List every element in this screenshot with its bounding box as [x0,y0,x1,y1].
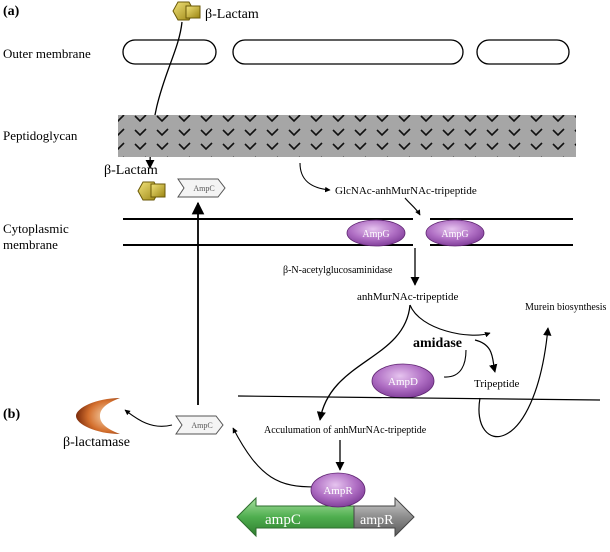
tripeptide-label: Tripeptide [474,378,520,390]
peptidoglycan-layer [118,115,576,157]
ampc-bottom-label: AmpC [191,421,212,430]
beta-lactamase-icon [76,398,120,434]
murein-label: Murein biosynthesis [525,302,606,313]
ampc-gene: ampC [236,496,361,538]
beta-lactam-icon [172,1,201,21]
ampg-right-label: AmpG [441,229,468,240]
ampd-protein: AmpD [371,363,435,399]
beta-lactam-mid-label: β-Lactam [104,163,158,178]
ampr-label: AmpR [323,485,353,497]
beta-lactam-top-label: β-Lactam [205,7,259,22]
accumulation-arrow [316,304,411,421]
amidase-split-arrow [409,304,491,338]
ampc-protein-bottom: AmpC [175,415,224,435]
anhmurnac-label: anhMurNAc-tripeptide [357,291,459,303]
ampr-to-ampc-arrow [232,427,316,488]
glcnac-arrow [299,162,331,193]
ampg-right: AmpG [425,219,485,247]
panel-label-b: (b) [3,407,20,422]
ampr-gene: ampR [353,496,415,538]
cytoplasmic-label-line1: Cytoplasmic [3,221,69,236]
beta-lactam-bound-icon [137,181,166,201]
cytoplasmic-label-line2: membrane [3,237,58,252]
ampc-gene-label: ampC [265,512,301,528]
ampd-label: AmpD [388,376,418,388]
panel-label-a: (a) [3,4,20,19]
peptidoglycan-label: Peptidoglycan [3,128,78,143]
ampc-protein-top: AmpC [177,178,226,198]
nag-enzyme-label: β-N-acetylglucosaminidase [283,265,393,276]
amidase-label: amidase [413,336,462,351]
ampr-protein: AmpR [310,472,366,508]
outer-membrane-label: Outer membrane [3,46,91,61]
accumulation-label: Acculumation of anhMurNAc-tripeptide [264,425,427,436]
ampr-gene-label: ampR [360,513,394,528]
ampc-top-label: AmpC [193,184,214,193]
beta-lactamase-label: β-lactamase [63,435,130,450]
outer-membrane [122,39,570,65]
ampd-link [443,349,467,378]
ampc-to-lactamase-arrow [124,409,173,427]
tripeptide-arrow [474,339,498,373]
cytoplasm-divider [237,395,601,401]
glcnac-to-ampg-arrow [404,197,421,216]
ampg-left: AmpG [346,219,406,247]
murein-recycle-arrow [478,327,552,438]
ampg-left-label: AmpG [362,229,389,240]
glcnac-label: GlcNAc-anhMurNAc-tripeptide [335,185,477,197]
